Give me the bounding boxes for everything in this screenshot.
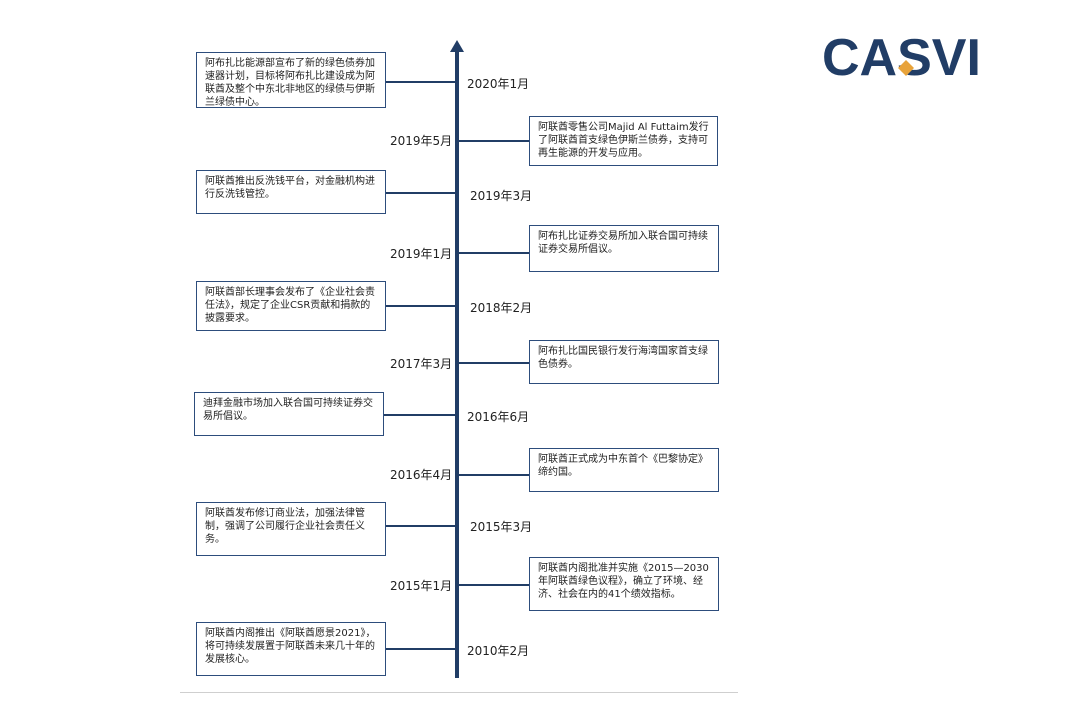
event-connector xyxy=(459,474,529,476)
event-date: 2016年6月 xyxy=(467,410,530,424)
event-box-2020-01: 阿布扎比能源部宣布了新的绿色债券加速器计划，目标将阿布扎比建设成为阿联酋及整个中… xyxy=(196,52,386,108)
event-connector xyxy=(386,525,456,527)
timeline-axis xyxy=(455,50,459,678)
event-text: 阿布扎比能源部宣布了新的绿色债券加速器计划，目标将阿布扎比建设成为阿联酋及整个中… xyxy=(205,58,375,108)
event-connector xyxy=(459,362,529,364)
event-box-2015-03: 阿联酋发布修订商业法，加强法律管制，强调了公司履行企业社会责任义务。 xyxy=(196,502,386,556)
event-date: 2019年1月 xyxy=(390,247,453,261)
event-text: 阿联酋正式成为中东首个《巴黎协定》缔约国。 xyxy=(538,454,708,478)
casvi-logo: CASVI xyxy=(822,38,981,78)
event-date: 2015年1月 xyxy=(390,579,453,593)
event-box-2016-06: 迪拜金融市场加入联合国可持续证券交易所倡议。 xyxy=(194,392,384,436)
event-text: 阿布扎比证券交易所加入联合国可持续证券交易所倡议。 xyxy=(538,231,708,255)
event-connector xyxy=(459,584,529,586)
event-connector xyxy=(459,252,529,254)
logo-diamond-icon xyxy=(898,60,914,76)
event-date: 2019年3月 xyxy=(470,189,533,203)
event-text: 阿联酋内阁推出《阿联酋愿景2021》，将可持续发展置于阿联酋未来几十年的发展核心… xyxy=(205,628,376,665)
event-box-2019-01: 阿布扎比证券交易所加入联合国可持续证券交易所倡议。 xyxy=(529,225,719,272)
event-box-2016-04: 阿联酋正式成为中东首个《巴黎协定》缔约国。 xyxy=(529,448,719,492)
event-date: 2020年1月 xyxy=(467,77,530,91)
event-connector xyxy=(384,414,456,416)
event-text: 阿布扎比国民银行发行海湾国家首支绿色债券。 xyxy=(538,346,708,370)
event-date: 2017年3月 xyxy=(390,357,453,371)
event-box-2019-03: 阿联酋推出反洗钱平台，对金融机构进行反洗钱管控。 xyxy=(196,170,386,214)
event-connector xyxy=(459,140,529,142)
logo-text: CASVI xyxy=(822,38,981,78)
event-text: 阿联酋部长理事会发布了《企业社会责任法》，规定了企业CSR贡献和捐款的披露要求。 xyxy=(205,287,375,324)
event-box-2017-03: 阿布扎比国民银行发行海湾国家首支绿色债券。 xyxy=(529,340,719,384)
event-box-2010-02: 阿联酋内阁推出《阿联酋愿景2021》，将可持续发展置于阿联酋未来几十年的发展核心… xyxy=(196,622,386,676)
event-date: 2018年2月 xyxy=(470,301,533,315)
event-date: 2010年2月 xyxy=(467,644,530,658)
event-connector xyxy=(386,192,456,194)
event-text: 阿联酋内阁批准并实施《2015—2030年阿联酋绿色议程》，确立了环境、经济、社… xyxy=(538,563,709,600)
event-date: 2015年3月 xyxy=(470,520,533,534)
event-text: 迪拜金融市场加入联合国可持续证券交易所倡议。 xyxy=(203,398,373,422)
event-text: 阿联酋推出反洗钱平台，对金融机构进行反洗钱管控。 xyxy=(205,176,375,200)
event-box-2019-05: 阿联酋零售公司Majid Al Futtaim发行了阿联酋首支绿色伊斯兰债券，支… xyxy=(529,116,718,166)
event-date: 2019年5月 xyxy=(390,134,453,148)
event-box-2015-01: 阿联酋内阁批准并实施《2015—2030年阿联酋绿色议程》，确立了环境、经济、社… xyxy=(529,557,719,611)
event-date: 2016年4月 xyxy=(390,468,453,482)
event-connector xyxy=(386,648,456,650)
event-box-2018-02: 阿联酋部长理事会发布了《企业社会责任法》，规定了企业CSR贡献和捐款的披露要求。 xyxy=(196,281,386,331)
bottom-divider xyxy=(180,692,738,693)
event-text: 阿联酋发布修订商业法，加强法律管制，强调了公司履行企业社会责任义务。 xyxy=(205,508,365,545)
timeline-arrow-icon xyxy=(450,40,464,52)
event-text: 阿联酋零售公司Majid Al Futtaim发行了阿联酋首支绿色伊斯兰债券，支… xyxy=(538,122,709,159)
event-connector xyxy=(386,305,456,307)
event-connector xyxy=(386,81,456,83)
